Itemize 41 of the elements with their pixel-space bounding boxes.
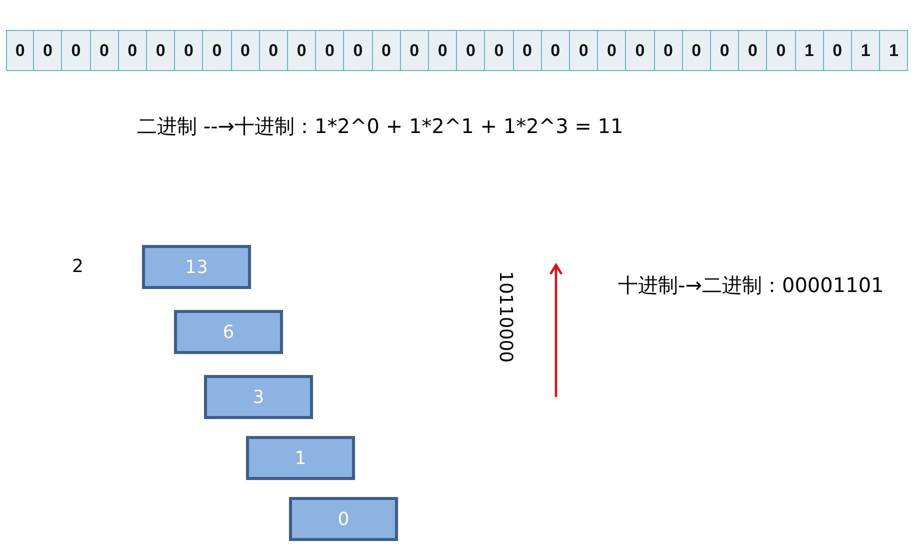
value-box: 6 (174, 310, 283, 354)
bit-cell: 0 (654, 30, 683, 71)
bit-cell: 0 (90, 30, 119, 71)
bit-cell: 1 (880, 30, 908, 71)
bit-cell: 0 (344, 30, 373, 71)
binary-result-text: 10110000 (496, 271, 514, 363)
bit-cell: 0 (457, 30, 486, 71)
bit-cell: 0 (767, 30, 796, 71)
value-box: 0 (289, 497, 398, 541)
bit-cell: 0 (118, 30, 147, 71)
bit-cell: 0 (682, 30, 711, 71)
bit-cell: 1 (796, 30, 824, 71)
divisor-label: 2 (72, 257, 84, 278)
bit-cell: 0 (203, 30, 232, 71)
value-box: 13 (142, 245, 251, 289)
bit-cell: 0 (175, 30, 204, 71)
bit-cell: 0 (260, 30, 288, 71)
bit-cell: 0 (739, 30, 768, 71)
bit-cell: 0 (514, 30, 542, 71)
bit-cell: 0 (485, 30, 514, 71)
bit-cell: 0 (711, 30, 740, 71)
bit-cell: 0 (598, 30, 626, 71)
conversion-text: 十进制-→二进制：00001101 (618, 274, 884, 297)
bit-cell: 0 (316, 30, 344, 71)
bit-cell: 0 (824, 30, 852, 71)
bit-cell: 0 (429, 30, 458, 71)
value-box: 1 (246, 436, 355, 480)
bit-cell: 0 (62, 30, 91, 71)
bit-cell: 0 (400, 30, 429, 71)
bit-cell: 0 (34, 30, 62, 71)
value-box: 3 (204, 375, 313, 419)
bit-cell: 1 (852, 30, 880, 71)
bit-cell: 0 (288, 30, 316, 71)
bit-cell: 0 (542, 30, 570, 71)
bit-cell: 0 (6, 30, 34, 71)
formula-text: 二进制 --→十进制：1*2^0 + 1*2^1 + 1*2^3 = 11 (137, 115, 624, 138)
bit-cell: 0 (626, 30, 655, 71)
bit-cell: 0 (372, 30, 401, 71)
bit-cell: 0 (232, 30, 260, 71)
bit-cell: 0 (147, 30, 176, 71)
bit-cell: 0 (570, 30, 598, 71)
